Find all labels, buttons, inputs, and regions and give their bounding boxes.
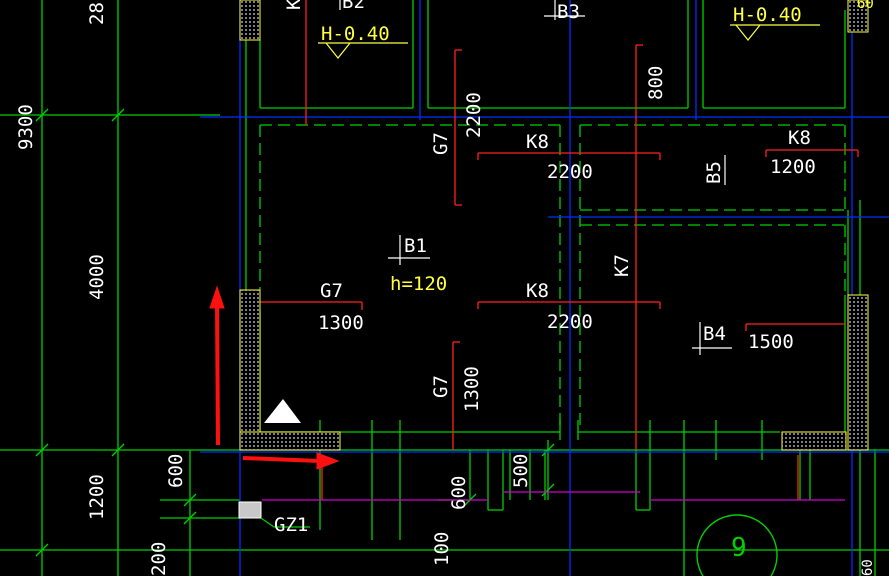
- elevation-left: H-0.40: [321, 23, 390, 45]
- dim-28: 28: [86, 2, 108, 25]
- beam-k8-right-length: 1200: [770, 156, 816, 178]
- axis-bubble-label: 9: [731, 533, 747, 563]
- dim-200: 200: [148, 542, 170, 576]
- slab-b4-length: 1500: [748, 331, 794, 353]
- beam-k8-mid-length: 2200: [547, 311, 593, 333]
- slab-symbols: [339, 0, 732, 355]
- selection-triangle-marker: [264, 399, 301, 423]
- axis-lines: [200, 0, 889, 576]
- beam-k8-mid: K8: [526, 280, 549, 302]
- edge-text-top-right: 60: [857, 0, 874, 12]
- beam-k7-length: 800: [645, 66, 667, 100]
- beam-k7: K7: [611, 254, 633, 277]
- dim-600-mid: 600: [448, 476, 470, 510]
- beam-g7-vertical-bottom: G7: [430, 375, 452, 398]
- beam-k8-top: K8: [526, 131, 549, 153]
- beam-k8-right: K8: [788, 127, 811, 149]
- axis-bubble: 9: [696, 514, 778, 576]
- elevation-right: H-0.40: [733, 4, 802, 26]
- edge-text-bottom-right: 60: [860, 559, 876, 576]
- slab-b2: B2: [342, 0, 365, 13]
- dim-600-left: 600: [165, 454, 187, 488]
- elevation-marker-left: [318, 42, 408, 59]
- dim-500: 500: [510, 454, 532, 488]
- slab-b1: B1: [404, 235, 427, 257]
- slab-b1-thickness: h=120: [390, 273, 447, 295]
- beam-g7-vertical-top: G7: [430, 132, 452, 155]
- beam-g7-left: G7: [320, 280, 343, 302]
- beam-g7-vertical-top-length: 2200: [463, 92, 485, 138]
- beam-lines: [255, 0, 859, 500]
- magenta-lines: [262, 491, 845, 501]
- dim-100: 100: [431, 532, 453, 566]
- dashed-lines: [259, 124, 846, 430]
- gz1-column: [238, 501, 262, 519]
- dim-4000: 4000: [86, 254, 108, 300]
- elevation-marker-right: [730, 24, 820, 41]
- slab-b3: B3: [557, 1, 580, 23]
- dim-1200: 1200: [86, 474, 108, 520]
- beam-k-top-left: K: [283, 0, 305, 10]
- wall-hatches: [239, 0, 869, 451]
- beam-k8-top-length: 2200: [547, 161, 593, 183]
- column-gz1-label: GZ1: [274, 514, 308, 536]
- dim-9300: 9300: [15, 104, 37, 150]
- beam-g7-left-length: 1300: [318, 312, 364, 334]
- red-arrows: [209, 285, 340, 470]
- slab-b5: B5: [703, 161, 725, 184]
- slab-b4: B4: [703, 323, 726, 345]
- beam-g7-vertical-bottom-length: 1300: [461, 366, 483, 412]
